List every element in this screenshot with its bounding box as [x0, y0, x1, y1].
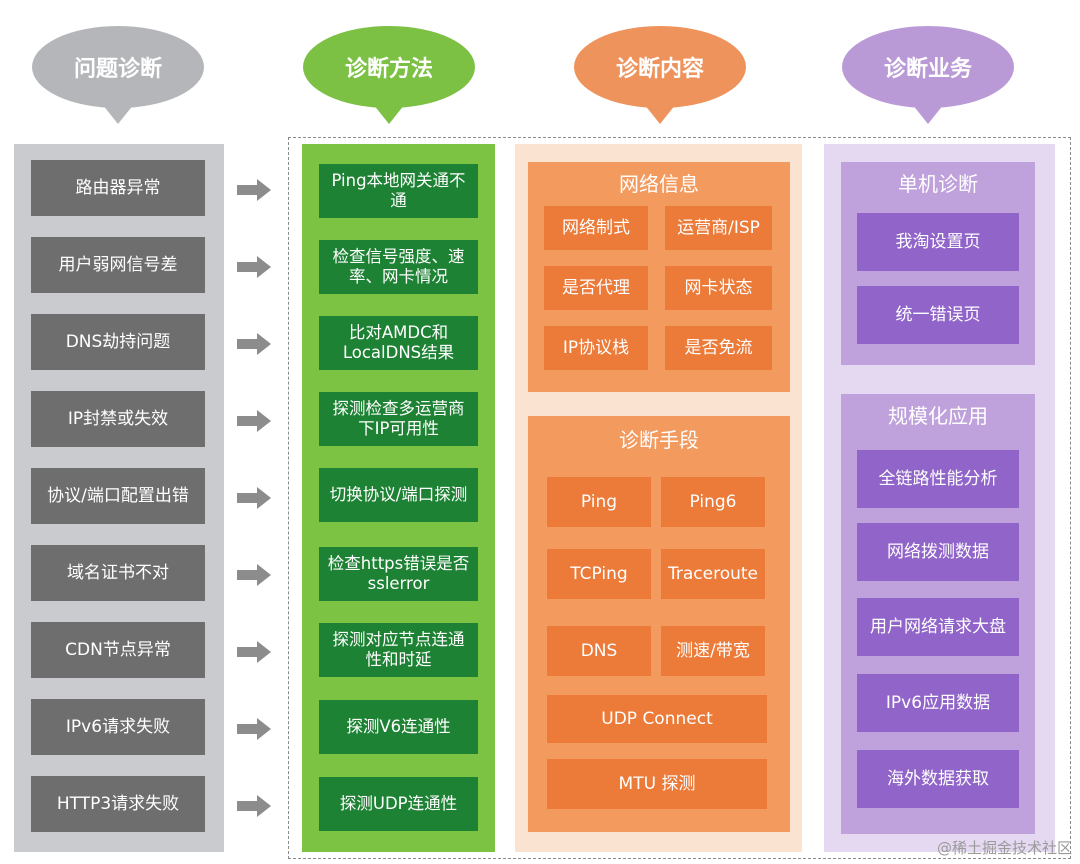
problem-item: 协议/端口配置出错 [31, 468, 205, 524]
single-diagnosis-item: 我淘设置页 [857, 213, 1019, 271]
diag-means-item: UDP Connect [547, 695, 767, 743]
network-info-item: IP协议栈 [544, 326, 648, 370]
network-info-item: 是否免流 [665, 326, 772, 370]
diag-means-item: Ping6 [661, 477, 765, 527]
method-panel: Ping本地网关通不通 检查信号强度、速率、网卡情况 比对AMDC和LocalD… [302, 144, 495, 852]
problem-item: 用户弱网信号差 [31, 237, 205, 293]
network-info-item: 网卡状态 [665, 266, 772, 310]
diag-means-item: Traceroute [661, 549, 765, 599]
header-method-bubble: 诊断方法 [303, 26, 475, 124]
header-method-label: 诊断方法 [344, 57, 433, 82]
arrow-right-icon [237, 795, 273, 817]
header-content-bubble: 诊断内容 [574, 26, 746, 124]
method-item: 检查信号强度、速率、网卡情况 [319, 240, 478, 294]
header-content-label: 诊断内容 [615, 57, 704, 82]
arrow-right-icon [237, 641, 273, 663]
header-problem-label: 问题诊断 [73, 57, 162, 82]
header-business-bubble: 诊断业务 [842, 26, 1014, 124]
content-panel: 网络信息 网络制式 运营商/ISP 是否代理 网卡状态 IP协议栈 是否免流 诊… [515, 144, 802, 852]
watermark-text: @稀土掘金技术社区 [936, 839, 1072, 857]
problem-item: CDN节点异常 [31, 622, 205, 678]
method-item: 探测V6连通性 [319, 700, 478, 754]
single-diagnosis-group: 单机诊断 我淘设置页 统一错误页 [841, 162, 1035, 365]
business-panel: 单机诊断 我淘设置页 统一错误页 规模化应用 全链路性能分析 网络拨测数据 用户… [824, 144, 1055, 852]
arrow-right-icon [237, 564, 273, 586]
arrow-right-icon [237, 718, 273, 740]
diag-means-item: DNS [547, 626, 651, 676]
diag-means-item: TCPing [547, 549, 651, 599]
diag-means-title: 诊断手段 [619, 428, 699, 452]
scale-application-item: 网络拨测数据 [857, 523, 1019, 581]
problem-item: 路由器异常 [31, 160, 205, 216]
single-diagnosis-title: 单机诊断 [898, 172, 978, 196]
problem-panel: 路由器异常 用户弱网信号差 DNS劫持问题 IP封禁或失效 协议/端口配置出错 … [14, 144, 224, 852]
method-item: 切换协议/端口探测 [319, 468, 478, 522]
diag-means-item: MTU 探测 [547, 759, 767, 809]
arrow-right-icon [237, 487, 273, 509]
problem-item: 域名证书不对 [31, 545, 205, 601]
scale-application-title: 规模化应用 [888, 404, 988, 428]
problem-item: IPv6请求失败 [31, 699, 205, 755]
network-info-group: 网络信息 网络制式 运营商/ISP 是否代理 网卡状态 IP协议栈 是否免流 [528, 162, 790, 392]
arrow-right-icon [237, 333, 273, 355]
single-diagnosis-item: 统一错误页 [857, 286, 1019, 344]
scale-application-item: 用户网络请求大盘 [857, 598, 1019, 656]
method-item: 检查https错误是否sslerror [319, 547, 478, 601]
arrow-right-icon [237, 256, 273, 278]
network-info-item: 网络制式 [544, 206, 648, 250]
scale-application-item: IPv6应用数据 [857, 674, 1019, 732]
scale-application-item: 海外数据获取 [857, 750, 1019, 808]
problem-item: HTTP3请求失败 [31, 776, 205, 832]
method-item: 探测检查多运营商下IP可用性 [319, 392, 478, 446]
problem-item: DNS劫持问题 [31, 314, 205, 370]
scale-application-group: 规模化应用 全链路性能分析 网络拨测数据 用户网络请求大盘 IPv6应用数据 海… [841, 394, 1035, 834]
diag-means-item: 测速/带宽 [661, 626, 765, 676]
methods-frame [288, 137, 1071, 859]
network-info-item: 是否代理 [544, 266, 648, 310]
arrow-right-icon [237, 410, 273, 432]
network-info-title: 网络信息 [619, 172, 699, 196]
header-problem-bubble: 问题诊断 [32, 26, 204, 124]
problem-item: IP封禁或失效 [31, 391, 205, 447]
method-item: 探测UDP连通性 [319, 777, 478, 831]
diag-means-group: 诊断手段 Ping Ping6 TCPing Traceroute DNS 测速… [528, 416, 790, 832]
method-item: Ping本地网关通不通 [319, 164, 478, 218]
network-info-item: 运营商/ISP [665, 206, 772, 250]
scale-application-item: 全链路性能分析 [857, 450, 1019, 508]
diag-means-item: Ping [547, 477, 651, 527]
method-item: 比对AMDC和LocalDNS结果 [319, 316, 478, 370]
arrow-right-icon [237, 179, 273, 201]
method-item: 探测对应节点连通性和时延 [319, 623, 478, 677]
header-business-label: 诊断业务 [883, 57, 972, 82]
